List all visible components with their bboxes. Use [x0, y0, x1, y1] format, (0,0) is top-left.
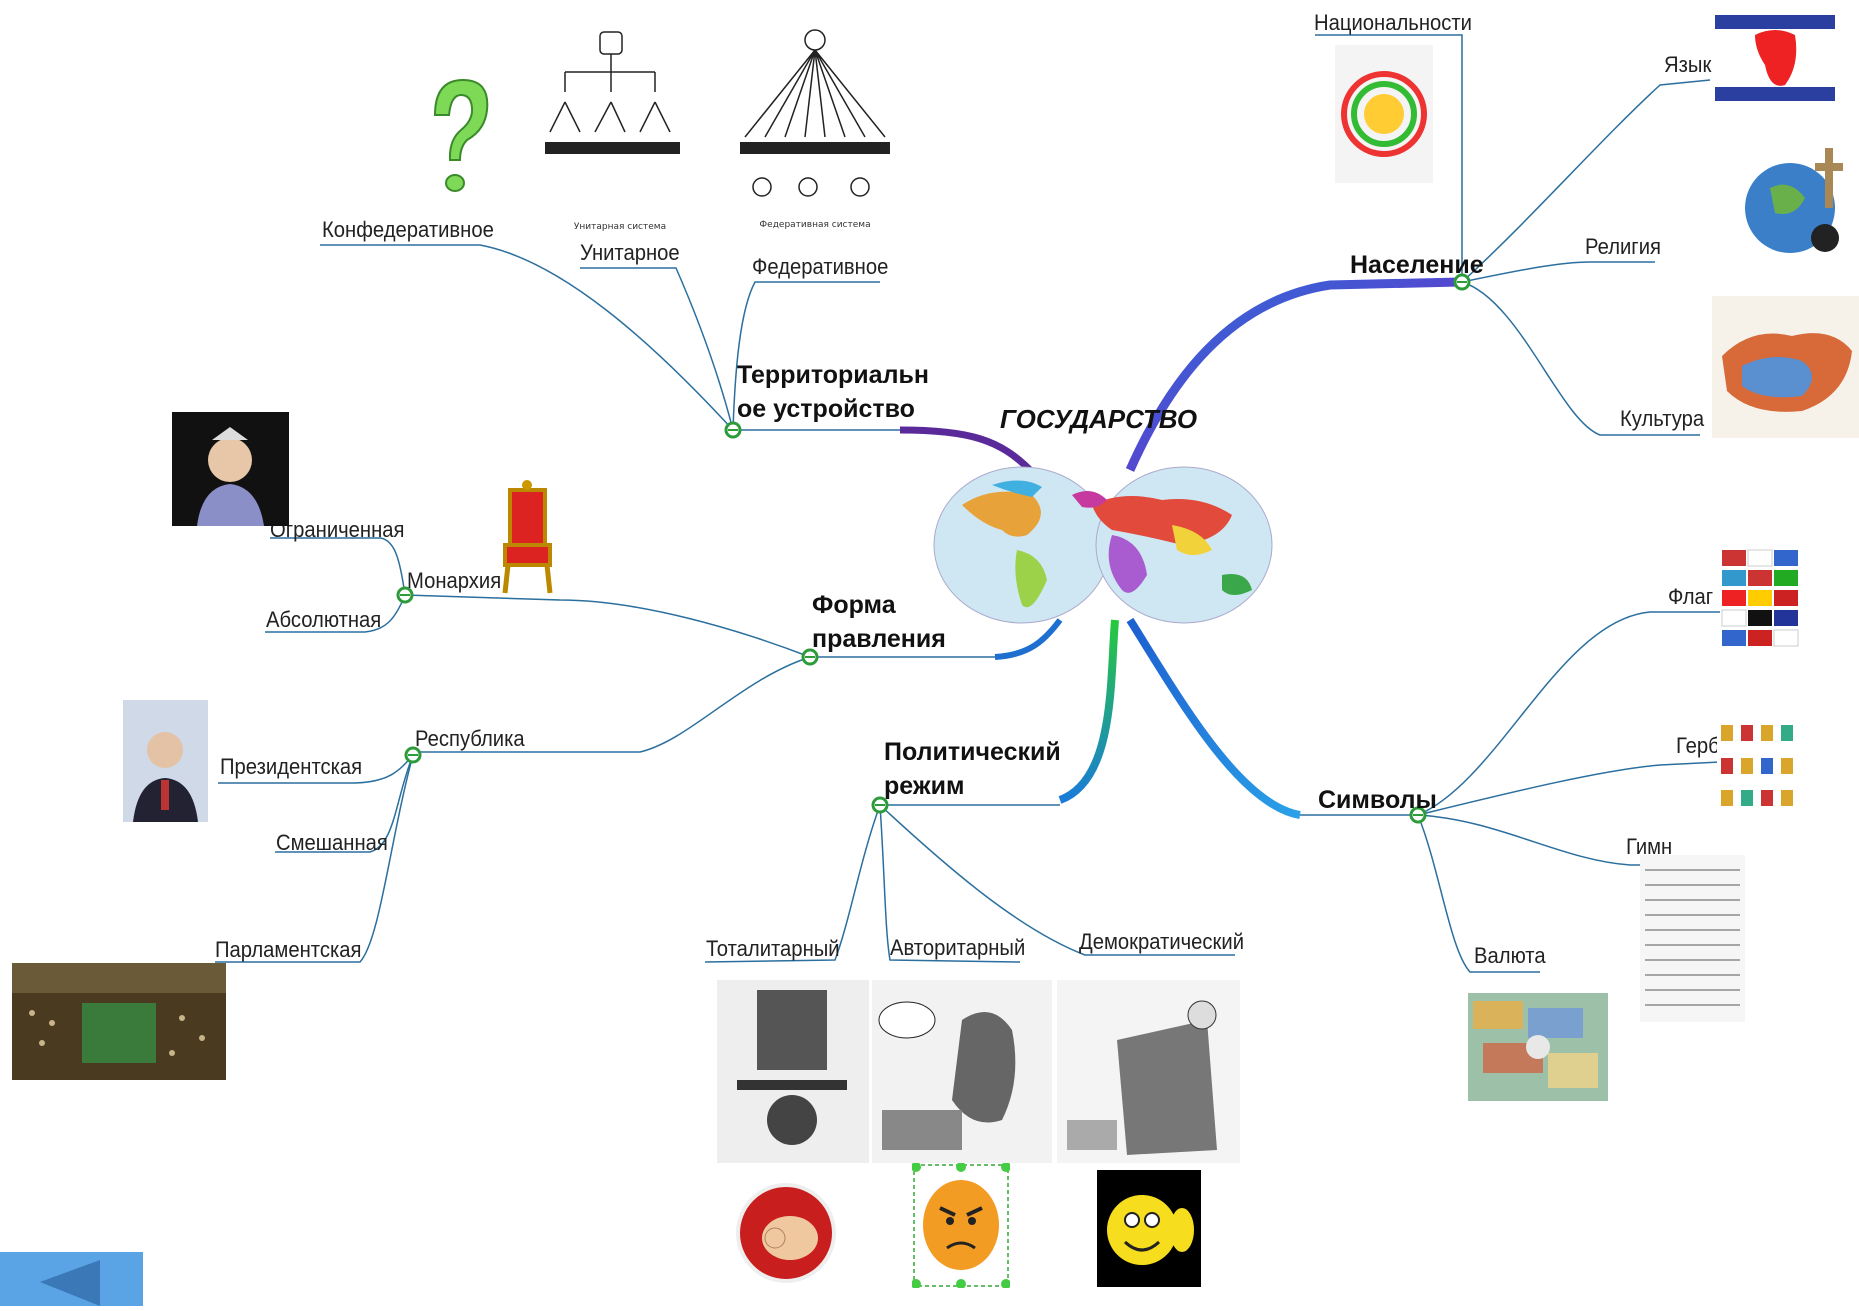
angry-smiley-icon[interactable]	[912, 1163, 1010, 1288]
happy-smiley-icon	[1097, 1170, 1201, 1287]
authoritarian-cartoon	[872, 980, 1052, 1163]
node-currency[interactable]: Валюта	[1474, 943, 1546, 968]
node-democratic[interactable]: Демократический	[1079, 929, 1245, 954]
population-hub[interactable]: Население	[1350, 251, 1484, 279]
language-image	[1715, 5, 1835, 108]
node-unitary[interactable]: Унитарное	[580, 240, 680, 265]
democratic-cartoon	[1057, 980, 1240, 1163]
node-parliamentary[interactable]: Парламентская	[215, 937, 362, 962]
government-form-hub[interactable]: Форма правления	[812, 588, 946, 656]
back-arrow-icon	[40, 1260, 100, 1306]
state-structure-diagram: Унитарная система Федеративная система	[540, 22, 895, 237]
node-monarchy[interactable]: Монархия	[407, 568, 502, 593]
pointing-hand-icon	[735, 1163, 837, 1306]
node-federative[interactable]: Федеративное	[752, 254, 889, 279]
node-dots	[396, 273, 1471, 824]
center-title: ГОСУДАРСТВО	[1000, 404, 1198, 434]
symbols-hub[interactable]: Символы	[1318, 786, 1437, 814]
culture-image	[1712, 296, 1859, 438]
node-limited-monarchy[interactable]: Ограниченная	[270, 517, 405, 542]
branch-territorial	[899, 426, 1033, 473]
node-coat-of-arms[interactable]: Герб	[1676, 733, 1720, 758]
queen-portrait	[172, 412, 289, 526]
node-republic[interactable]: Республика	[415, 726, 525, 751]
node-anthem[interactable]: Гимн	[1626, 834, 1673, 859]
flags-image	[1720, 548, 1800, 655]
world-map-icon	[932, 465, 1274, 625]
nationalities-image	[1335, 45, 1433, 183]
religion-image	[1715, 128, 1855, 286]
political-regime-title-line1: Политический	[884, 738, 1061, 766]
branch-population	[1125, 277, 1461, 472]
totalitarian-cartoon	[717, 980, 869, 1163]
branch-symbols	[1126, 617, 1301, 819]
parliament-photo	[12, 963, 226, 1080]
back-button[interactable]	[0, 1252, 143, 1306]
unitary-system-caption: Унитарная система	[573, 222, 667, 232]
node-religion[interactable]: Религия	[1585, 234, 1661, 259]
node-presidential[interactable]: Президентская	[220, 754, 363, 779]
coats-of-arms-image	[1717, 720, 1802, 817]
node-confederative[interactable]: Конфедеративное	[322, 217, 494, 242]
branch-regime	[1058, 619, 1119, 804]
political-regime-hub[interactable]: Политический режим	[884, 735, 1061, 803]
government-form-title-line2: правления	[812, 625, 946, 653]
political-regime-title-line2: режим	[884, 772, 965, 800]
government-form-title-line1: Форма	[812, 591, 896, 619]
node-nationalities[interactable]: Национальности	[1314, 10, 1472, 35]
node-mixed[interactable]: Смешанная	[276, 830, 388, 855]
federative-system-caption: Федеративная система	[759, 220, 871, 230]
currency-image	[1468, 993, 1608, 1101]
throne-icon	[500, 475, 555, 595]
branch-form	[994, 618, 1063, 660]
node-totalitarian[interactable]: Тоталитарный	[706, 936, 840, 961]
question-mark-icon	[425, 75, 495, 200]
node-authoritarian[interactable]: Авторитарный	[890, 935, 1026, 960]
node-culture[interactable]: Культура	[1620, 406, 1705, 431]
president-portrait	[123, 700, 208, 822]
node-flag[interactable]: Флаг	[1668, 584, 1714, 609]
anthem-sheet-music	[1640, 855, 1745, 1022]
node-absolute-monarchy[interactable]: Абсолютная	[266, 607, 382, 632]
territorial-title-line2: ое устройство	[737, 395, 915, 423]
node-language[interactable]: Язык	[1664, 52, 1712, 77]
territorial-title-line1: Территориальн	[737, 361, 929, 389]
territorial-hub[interactable]: Территориальн ое устройство	[737, 358, 929, 426]
